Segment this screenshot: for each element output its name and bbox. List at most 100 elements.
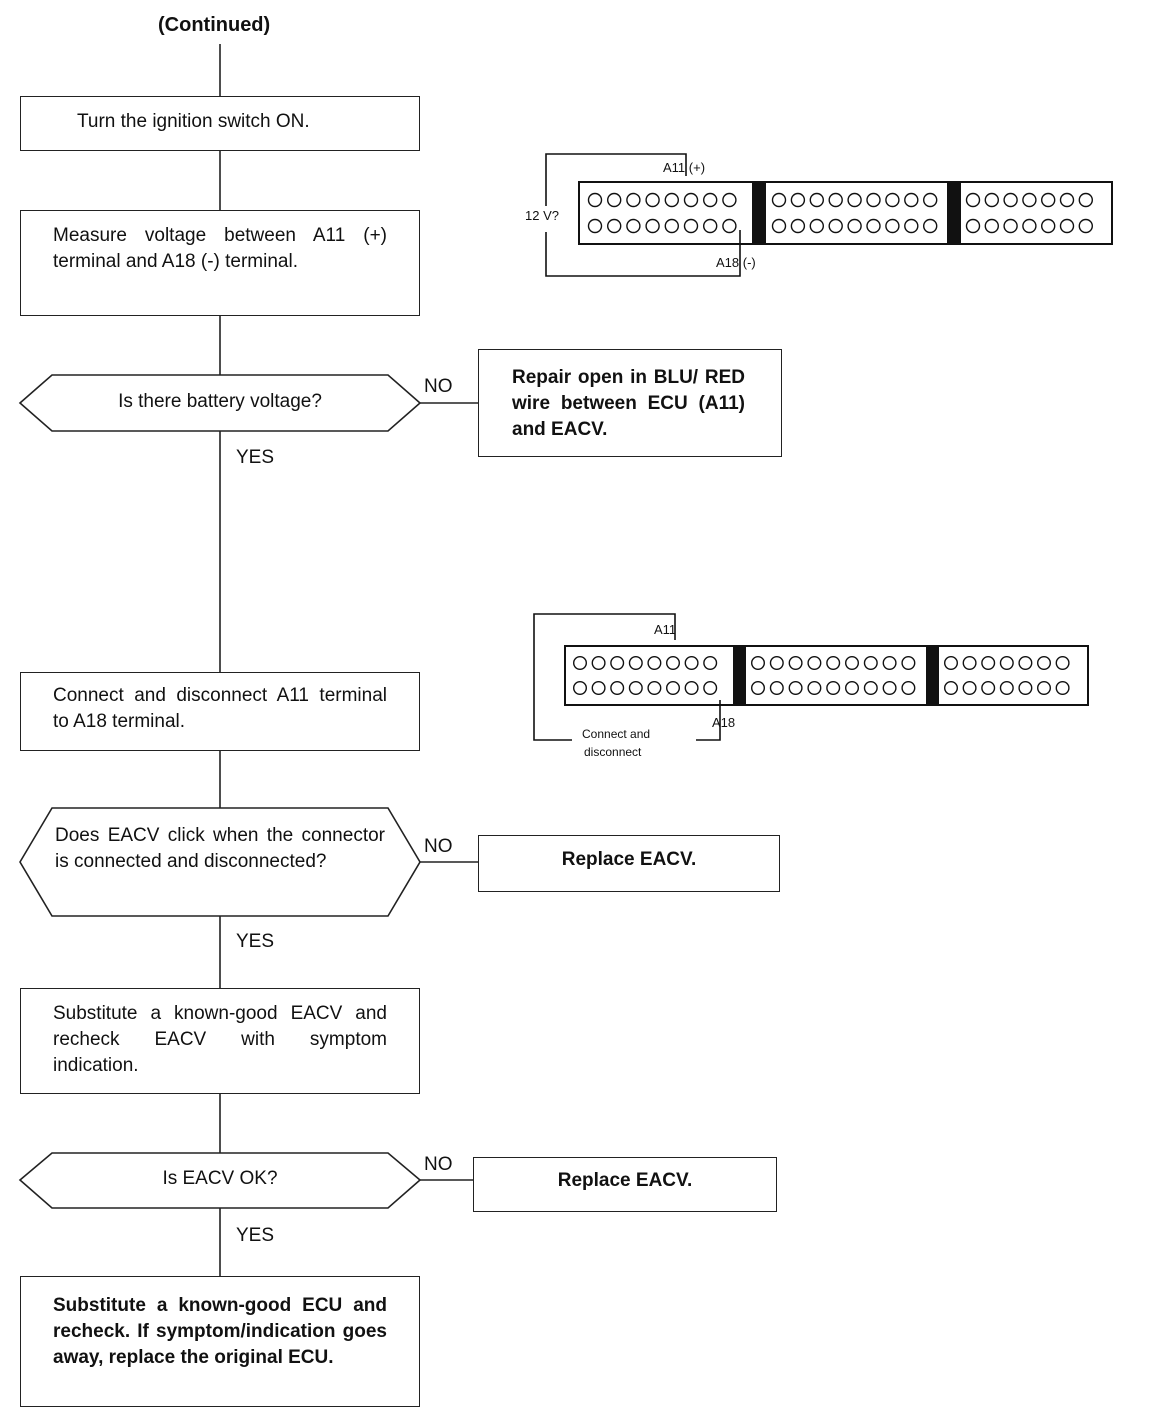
connector-pin <box>664 218 679 234</box>
connector-pin <box>866 192 881 208</box>
connector-pin <box>573 656 588 671</box>
connector-pin <box>647 681 662 696</box>
connector-pin <box>828 192 843 208</box>
connector-pin <box>790 192 806 208</box>
connector-pin <box>1036 681 1051 696</box>
connector-pin <box>769 681 784 696</box>
connector-pin <box>1059 218 1075 234</box>
connector-pin <box>788 681 803 696</box>
step-substitute-eacv: Substitute a known-good EACV and recheck… <box>20 988 420 1094</box>
connector-pin <box>1055 681 1070 696</box>
connector1-pin-plus-label: A11 (+) <box>663 160 706 175</box>
step-ignition-on: Turn the ignition switch ON. <box>20 96 420 151</box>
connector2-jumper-label-1: Connect and <box>582 727 651 741</box>
action-replace-eacv-1-text: Replace EACV. <box>561 849 697 870</box>
decision-hexagon-click <box>19 807 421 917</box>
connector-pin <box>866 218 881 234</box>
connector-pin <box>645 218 660 234</box>
connector-pin <box>587 192 603 208</box>
connector-pin <box>962 656 977 671</box>
connector-pin <box>573 681 588 696</box>
connector-pin <box>1022 218 1037 234</box>
step-measure-voltage: Measure voltage between A11 (+) terminal… <box>20 210 420 316</box>
connector-pin <box>1018 681 1033 696</box>
action-repair-open-text: Repair open in BLU/ RED wire between ECU… <box>512 367 745 440</box>
branch-yes-2: YES <box>236 931 275 952</box>
connector-pin <box>1055 656 1070 671</box>
connector-pin <box>845 656 860 671</box>
connector-pin <box>751 656 766 671</box>
connector-pin <box>1078 192 1094 208</box>
connector2-pin-a11-label: A11 <box>654 622 677 637</box>
connector-pin <box>863 681 878 696</box>
connector-pin <box>847 218 862 234</box>
decision-eacv-ok: Is EACV OK? <box>162 1168 278 1189</box>
step-connect-disconnect-text: Connect and disconnect A11 terminal to A… <box>53 685 387 732</box>
connector-pin <box>722 192 737 208</box>
connector-pin <box>703 681 718 696</box>
connector-pin <box>965 218 981 234</box>
connector-pin <box>965 192 981 208</box>
decision-eacv-click: Does EACV click when the connector is co… <box>55 825 385 872</box>
connector-pin <box>703 192 718 208</box>
step-substitute-ecu-text: Substitute a known-good ECU and recheck.… <box>53 1295 387 1368</box>
connector-pin <box>664 192 679 208</box>
branch-yes-3: YES <box>236 1225 275 1246</box>
connector-pin <box>962 681 977 696</box>
branch-no-2: NO <box>424 836 453 857</box>
connector-pin <box>769 656 784 671</box>
connector-pin <box>610 681 625 696</box>
connector-pin <box>684 656 699 671</box>
branch-no-3: NO <box>424 1154 453 1175</box>
connector-pin <box>904 192 919 208</box>
connector-pin <box>882 656 897 671</box>
connector-pin <box>863 656 878 671</box>
connector-pin <box>703 656 718 671</box>
connector2-jumper-label-2: disconnect <box>584 745 642 759</box>
connector-pin <box>645 192 660 208</box>
connector-pin <box>826 681 841 696</box>
connector-pin <box>901 656 916 671</box>
connector-pin <box>666 656 681 671</box>
connector-pin <box>607 218 622 234</box>
connector-pin <box>683 192 699 208</box>
connector-pin <box>703 218 718 234</box>
connector2-pin-a18-label: A18 <box>712 715 736 730</box>
connector-pin <box>771 192 787 208</box>
action-replace-eacv-2-text: Replace EACV. <box>557 1170 693 1191</box>
connector-pin <box>1018 656 1033 671</box>
connector-pin <box>984 218 999 234</box>
connector-pin <box>882 681 897 696</box>
connector-pin <box>885 218 900 234</box>
connector-pin <box>610 656 625 671</box>
action-replace-eacv-2: Replace EACV. <box>473 1157 777 1212</box>
step-substitute-eacv-text: Substitute a known-good EACV and recheck… <box>53 1003 387 1076</box>
connector-pin <box>1003 218 1018 234</box>
connector-pin <box>626 192 641 208</box>
action-replace-eacv-1: Replace EACV. <box>478 835 780 892</box>
connector-diagram-1 <box>545 153 1113 277</box>
connector-pin <box>999 656 1014 671</box>
decision-hexagon-ok <box>18 1152 422 1209</box>
connector-pin <box>826 656 841 671</box>
connector-pin <box>923 192 938 208</box>
connector-pin <box>591 656 606 671</box>
connector-pin <box>809 218 824 234</box>
connector-pin <box>1040 192 1056 208</box>
connector-pin <box>607 192 622 208</box>
connector-pin <box>628 681 643 696</box>
decision-battery-voltage: Is there battery voltage? <box>118 391 322 412</box>
connector-pin <box>751 681 766 696</box>
page-title: (Continued) <box>158 14 271 36</box>
connector-pin <box>683 218 699 234</box>
step-measure-voltage-text: Measure voltage between A11 (+) terminal… <box>53 225 387 272</box>
connector-pin <box>684 681 699 696</box>
connector-pin <box>587 218 603 234</box>
connector-pin <box>1040 218 1056 234</box>
connector-pin <box>1036 656 1051 671</box>
connector-pin <box>828 218 843 234</box>
connector-pin <box>984 192 999 208</box>
connector-pin <box>847 192 862 208</box>
step-connect-disconnect: Connect and disconnect A11 terminal to A… <box>20 672 420 751</box>
